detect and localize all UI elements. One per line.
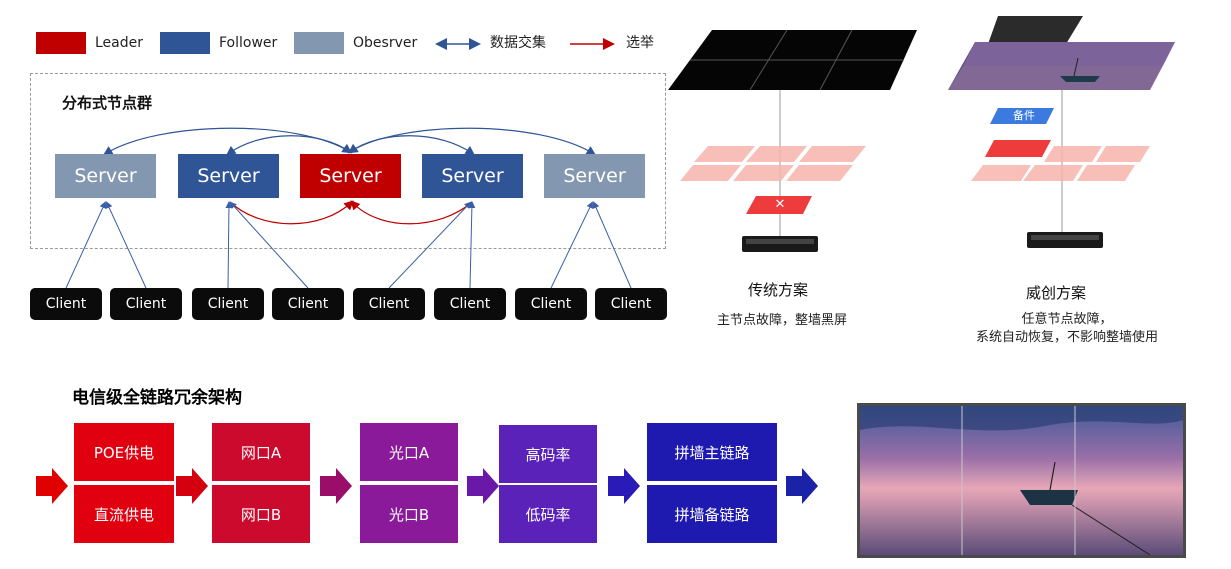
traditional-desc: 主节点故障，整墙黑屏 [716,313,847,328]
client-2: Client [110,288,182,320]
block-wall-main-link: 拼墙主链路 [647,423,777,481]
traditional-failed-node [746,196,812,214]
traditional-node-layer [680,146,866,181]
legend-election-label: 选举 [626,35,654,51]
client-3: Client [192,288,264,320]
weichuang-active-node [985,140,1051,157]
redundancy-title: 电信级全链路冗余架构 [72,388,242,408]
legend-leader-label: Leader [95,35,144,51]
client-server-lines [65,201,632,289]
block-port-b: 网口B [212,485,310,543]
client-7: Client [515,288,587,320]
block-optical-a: 光口A [360,423,458,481]
block-optical-b: 光口B [360,485,458,543]
block-poe-power: POE供电 [74,423,174,481]
legend-data-exchange-label: 数据交集 [490,35,546,51]
block-dc-power: 直流供电 [74,485,174,543]
client-1: Client [30,288,102,320]
traditional-video-wall [668,29,917,91]
redundancy-arrows [36,468,818,504]
legend-follower-label: Follower [219,35,278,51]
traditional-title: 传统方案 [748,281,809,299]
traditional-fail-mark: ✕ [774,197,786,212]
weichuang-backup-node [990,108,1054,124]
weichuang-desc-line1: 任意节点故障， [1021,312,1113,327]
weichuang-desc-line2: 系统自动恢复，不影响整墙使用 [975,330,1158,345]
client-4: Client [272,288,344,320]
cluster-boundary [30,73,666,249]
block-port-a: 网口A [212,423,310,481]
client-6: Client [434,288,506,320]
client-8: Client [595,288,667,320]
weichuang-title: 威创方案 [1026,284,1087,302]
block-wall-backup-link: 拼墙备链路 [647,485,777,543]
cluster-title: 分布式节点群 [62,94,153,112]
legend-observer-swatch [294,32,344,54]
photo-video-wall [857,403,1186,558]
legend-leader-swatch [36,32,86,54]
block-high-bitrate: 高码率 [499,425,597,483]
weichuang-switch [1027,232,1103,248]
server-observer-2: Server [544,154,645,198]
legend-observer-label: Obesrver [353,35,418,51]
server-follower-2: Server [422,154,523,198]
client-5: Client [353,288,425,320]
block-low-bitrate: 低码率 [499,485,597,543]
server-follower-1: Server [178,154,279,198]
weichuang-node-layer [971,146,1150,181]
data-exchange-arcs [102,127,597,156]
server-leader: Server [300,154,401,198]
election-arcs [229,200,473,225]
legend-follower-swatch [160,32,210,54]
weichuang-video-wall [948,16,1175,90]
server-observer-1: Server [55,154,156,198]
weichuang-backup-label: 备件 [1013,109,1035,122]
traditional-switch [742,236,818,252]
